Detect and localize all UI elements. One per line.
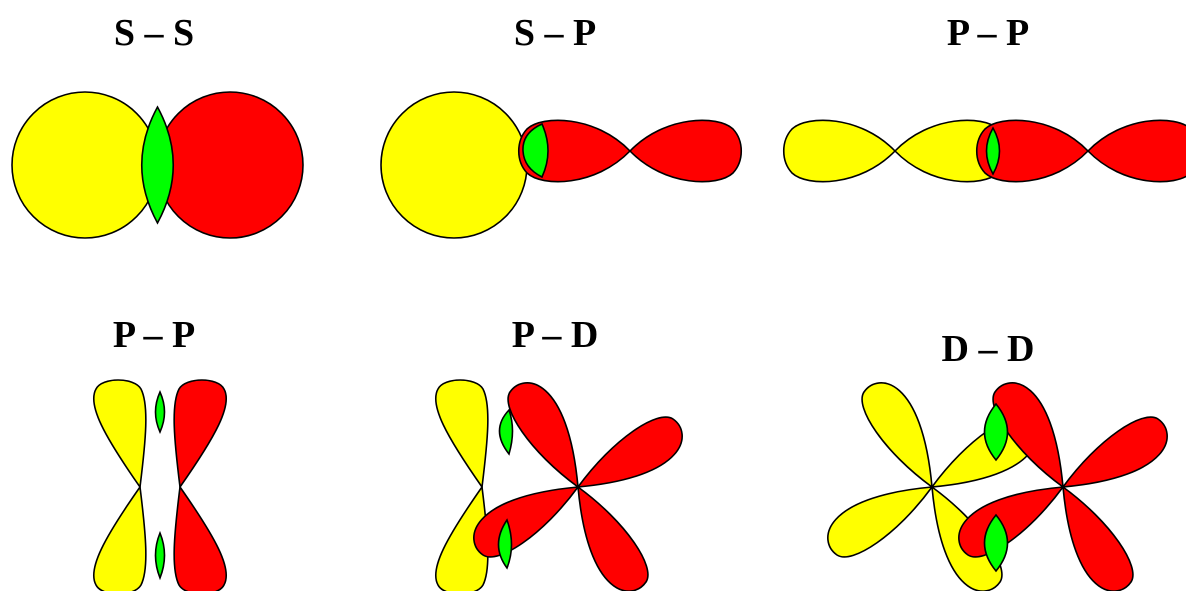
p-d-orbitals xyxy=(436,380,682,591)
p-orbital-red xyxy=(174,380,226,591)
s-p-orbitals xyxy=(381,92,741,238)
p-p-pi-overlap-top xyxy=(156,392,165,432)
p-d-overlap-top xyxy=(500,410,513,454)
p-p-pi-overlap-bottom xyxy=(156,533,165,578)
p-orbital-yellow xyxy=(784,120,1007,181)
p-orbital-red xyxy=(977,120,1186,181)
s-s-orbitals xyxy=(12,92,303,238)
d-d-orbitals xyxy=(828,383,1167,591)
p-orbital-yellow xyxy=(436,380,488,591)
p-orbital-red xyxy=(519,120,742,181)
s-orbital-yellow xyxy=(381,92,527,238)
s-orbital-red xyxy=(157,92,303,238)
s-orbital-yellow xyxy=(12,92,158,238)
p-p-pi-orbitals xyxy=(94,380,227,591)
p-orbital-yellow xyxy=(94,380,146,591)
p-p-sigma-orbitals xyxy=(784,120,1186,181)
